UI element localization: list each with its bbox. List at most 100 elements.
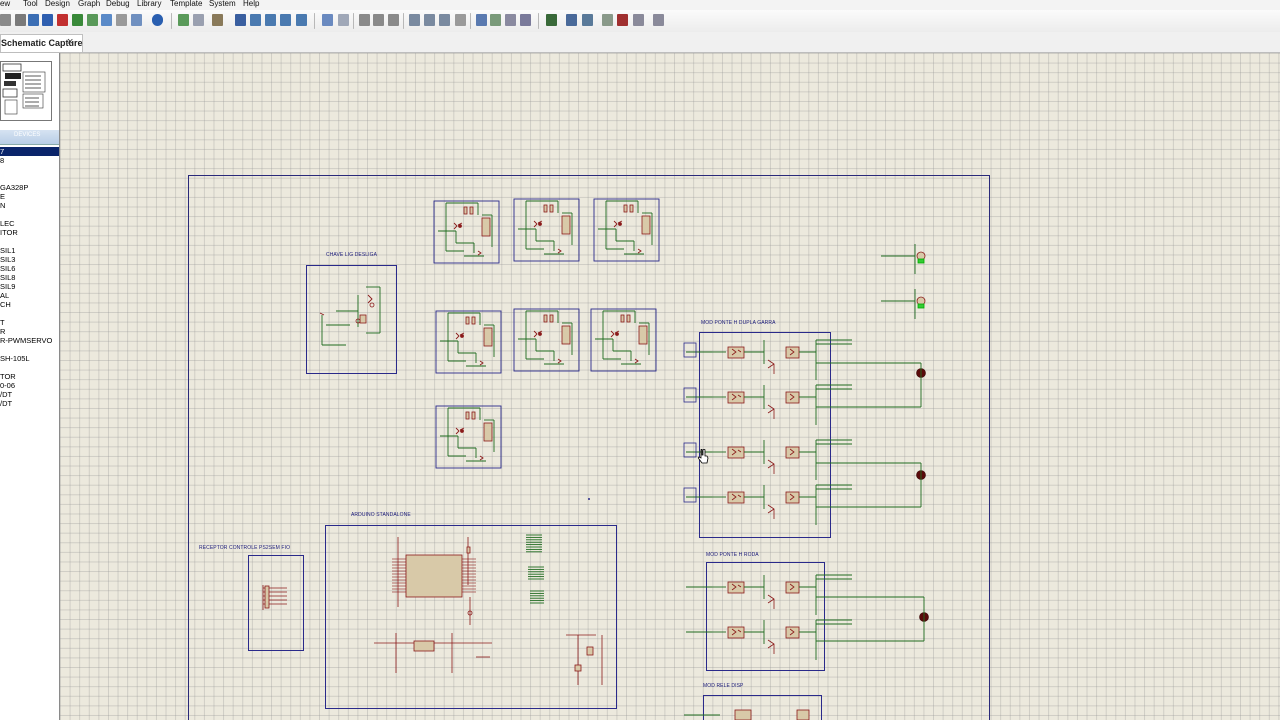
component xyxy=(467,610,473,616)
schematic-canvas[interactable]: CHAVE LIG DESLIGA MOD PONTE H DUPLA GARR… xyxy=(60,53,1280,720)
device-list-item[interactable]: LEC xyxy=(0,219,15,228)
device-list-item[interactable]: /DT xyxy=(0,399,13,408)
component xyxy=(623,204,628,213)
component xyxy=(731,448,742,456)
component xyxy=(789,493,795,501)
menu-design[interactable]: Design xyxy=(45,0,70,8)
wire-autoroute-icon[interactable] xyxy=(546,14,557,26)
component xyxy=(731,393,742,401)
home-icon[interactable] xyxy=(28,14,39,26)
menu-view[interactable]: View xyxy=(0,0,11,8)
device-list-item[interactable] xyxy=(0,345,59,354)
device-list-item[interactable]: AL xyxy=(0,291,10,300)
block-delete-icon[interactable] xyxy=(455,14,466,26)
component xyxy=(477,250,482,256)
device-list-item[interactable]: SIL9 xyxy=(0,282,16,291)
module-ponte-h-roda[interactable] xyxy=(706,562,825,671)
menu-system[interactable]: System xyxy=(209,0,236,8)
menu-help[interactable]: Help xyxy=(243,0,260,8)
device-list-item[interactable]: SIL8 xyxy=(0,273,16,282)
device-list-item[interactable] xyxy=(0,174,59,183)
menu-tool[interactable]: Tool xyxy=(23,0,38,8)
separator xyxy=(538,13,539,29)
undo-icon[interactable] xyxy=(322,14,333,26)
remove-sheet-icon[interactable] xyxy=(617,14,628,26)
block-rotate-icon[interactable] xyxy=(439,14,450,26)
copy-icon[interactable] xyxy=(373,14,384,26)
pick-device-icon[interactable] xyxy=(476,14,487,26)
device-list-item[interactable]: CH xyxy=(0,300,11,309)
pan-icon[interactable] xyxy=(235,14,246,26)
device-list-item[interactable]: SH-105L xyxy=(0,354,30,363)
overview-window[interactable] xyxy=(0,61,52,121)
device-list-item[interactable]: R-PWMSERVO xyxy=(0,336,53,345)
module-receptor-ps2[interactable] xyxy=(248,555,304,651)
gerber-icon[interactable] xyxy=(87,14,98,26)
component xyxy=(785,581,800,594)
menu-library[interactable]: Library xyxy=(137,0,162,8)
menu-template[interactable]: Template xyxy=(170,0,203,8)
device-list-item[interactable]: 7 xyxy=(0,147,59,156)
exit-to-parent-icon[interactable] xyxy=(633,14,644,26)
component xyxy=(413,640,435,652)
device-list-item[interactable]: T xyxy=(0,318,5,327)
module-rele-disp[interactable] xyxy=(703,695,822,720)
module-ponte-h-dupla-garra[interactable] xyxy=(699,332,831,538)
block-move-icon[interactable] xyxy=(424,14,435,26)
device-list-item[interactable]: /DT xyxy=(0,390,13,399)
grid-toggle-icon[interactable] xyxy=(193,14,204,26)
component xyxy=(789,393,795,401)
search-icon[interactable] xyxy=(566,14,577,26)
device-list-item[interactable]: R xyxy=(0,327,6,336)
device-list-item[interactable]: SIL1 xyxy=(0,246,16,255)
module-chave-lig-desliga[interactable] xyxy=(306,265,397,374)
isis-icon[interactable] xyxy=(42,14,53,26)
make-device-icon[interactable] xyxy=(490,14,501,26)
bom-icon[interactable] xyxy=(101,14,112,26)
zoom-area-icon[interactable] xyxy=(296,14,307,26)
3d-icon[interactable] xyxy=(72,14,83,26)
device-list-item[interactable]: SIL3 xyxy=(0,255,16,264)
cut-icon[interactable] xyxy=(359,14,370,26)
dots-icon[interactable] xyxy=(15,14,26,26)
source-icon[interactable] xyxy=(131,14,142,26)
zoom-in-icon[interactable] xyxy=(250,14,261,26)
package-icon[interactable] xyxy=(505,14,516,26)
device-list-item[interactable]: 8 xyxy=(0,156,5,165)
device-list-item[interactable]: ITOR xyxy=(0,228,18,237)
zoom-all-icon[interactable] xyxy=(280,14,291,26)
device-list-item[interactable] xyxy=(0,363,59,372)
device-list-item[interactable]: GA328P xyxy=(0,183,29,192)
ares-icon[interactable] xyxy=(57,14,68,26)
property-assign-icon[interactable] xyxy=(582,14,593,26)
origin-icon[interactable] xyxy=(212,14,223,26)
decompose-icon[interactable] xyxy=(520,14,531,26)
device-list-item[interactable]: SIL6 xyxy=(0,264,16,273)
module-label-rele-disp: MOD RELE DISP xyxy=(703,683,744,689)
device-list-item[interactable] xyxy=(0,309,59,318)
module-arduino-standalone[interactable] xyxy=(325,525,617,709)
zoom-out-icon[interactable] xyxy=(265,14,276,26)
device-list-item[interactable]: E xyxy=(0,192,6,201)
menu-debug[interactable]: Debug xyxy=(106,0,130,8)
redo-icon[interactable] xyxy=(338,14,349,26)
device-list-item[interactable]: TOR xyxy=(0,372,16,381)
device-list-item[interactable] xyxy=(0,210,59,219)
device-list-item[interactable]: N xyxy=(0,201,6,210)
component xyxy=(731,583,742,591)
tab-schematic-capture[interactable]: Schematic Capture × xyxy=(0,34,83,52)
grid-icon[interactable] xyxy=(0,14,11,26)
new-sheet-icon[interactable] xyxy=(602,14,613,26)
menu-graph[interactable]: Graph xyxy=(78,0,101,8)
device-list-item[interactable]: 0-06 xyxy=(0,381,16,390)
paste-icon[interactable] xyxy=(388,14,399,26)
block-copy-icon[interactable] xyxy=(409,14,420,26)
close-icon[interactable]: × xyxy=(67,36,74,48)
refresh-icon[interactable] xyxy=(178,14,189,26)
notes-icon[interactable] xyxy=(116,14,127,26)
report-icon[interactable] xyxy=(653,14,664,26)
component xyxy=(683,387,697,403)
device-list-item[interactable] xyxy=(0,237,59,246)
help-icon[interactable] xyxy=(152,14,163,26)
device-list-item[interactable] xyxy=(0,165,59,174)
